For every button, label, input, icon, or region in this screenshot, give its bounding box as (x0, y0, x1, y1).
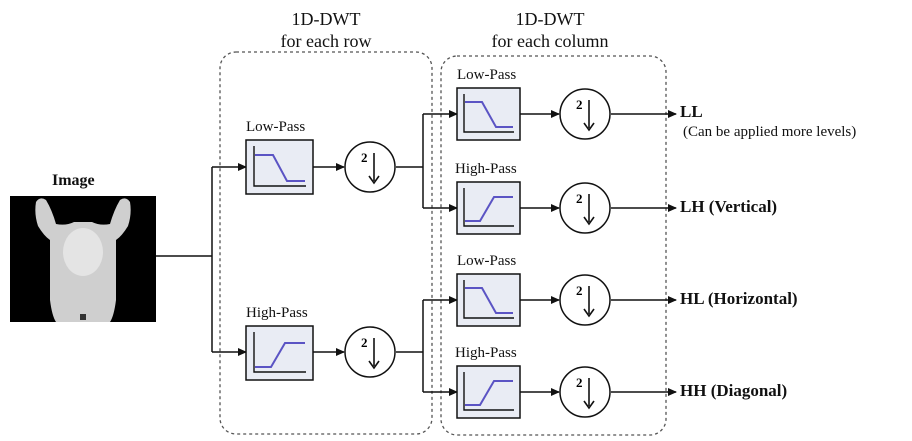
downsample-node-lh: 2 (559, 182, 611, 234)
column-stage-title-line1: 1D-DWT (515, 9, 585, 29)
downsample-node-row-low: 2 (344, 141, 396, 193)
input-image-label: Image (52, 172, 95, 189)
output-hh: HH (Diagonal) (680, 381, 788, 400)
svg-text:2: 2 (576, 283, 583, 298)
col-high-pass-filter-1 (456, 181, 521, 235)
col-low-pass-label-2: Low-Pass (457, 253, 517, 269)
row-dwt-group (219, 51, 433, 435)
connector-lines (156, 110, 677, 396)
svg-text:2: 2 (361, 150, 368, 165)
downsample-node-hh: 2 (559, 366, 611, 418)
col-low-pass-label-1: Low-Pass (457, 67, 517, 83)
row-high-pass-label: High-Pass (246, 305, 308, 321)
col-high-pass-filter-2 (456, 365, 521, 419)
downsample-node-row-high: 2 (344, 326, 396, 378)
row-low-pass-label: Low-Pass (246, 119, 306, 135)
column-stage-title-line2: for each column (491, 31, 609, 51)
col-low-pass-filter-1 (456, 87, 521, 141)
output-ll-note: (Can be applied more levels) (683, 124, 857, 140)
output-lh: LH (Vertical) (680, 197, 778, 216)
row-stage-title-line2: for each row (280, 31, 372, 51)
col-low-pass-filter-2 (456, 273, 521, 327)
svg-text:2: 2 (361, 335, 368, 350)
downsample-node-ll: 2 (559, 88, 611, 140)
col-high-pass-label-2: High-Pass (455, 345, 517, 361)
col-high-pass-label-1: High-Pass (455, 161, 517, 177)
row-stage-title-line1: 1D-DWT (291, 9, 361, 29)
column-stage-title: 1D-DWT for each column (460, 8, 640, 52)
row-stage-title: 1D-DWT for each row (246, 8, 406, 52)
output-hl: HL (Horizontal) (680, 289, 798, 308)
svg-text:2: 2 (576, 191, 583, 206)
row-high-pass-filter (245, 325, 314, 381)
output-ll: LL (680, 102, 703, 121)
svg-text:2: 2 (576, 97, 583, 112)
downsample-node-hl: 2 (559, 274, 611, 326)
column-dwt-group (440, 55, 667, 436)
input-image (10, 196, 156, 322)
svg-text:2: 2 (576, 375, 583, 390)
row-low-pass-filter (245, 139, 314, 195)
